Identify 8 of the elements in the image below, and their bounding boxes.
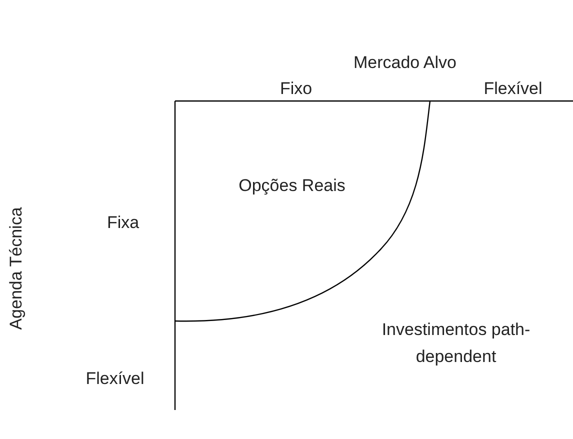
row-label: Flexível [84,368,146,390]
region-label: Investimentos path-dependent [380,319,532,368]
axis-title: Mercado Alvo [352,52,458,74]
region-label: Opções Reais [238,174,346,197]
axis-title: Agenda Técnica [6,206,26,332]
row-label: Fixa [106,212,140,234]
column-label: Fixo [278,78,314,100]
column-label: Flexível [482,78,544,100]
